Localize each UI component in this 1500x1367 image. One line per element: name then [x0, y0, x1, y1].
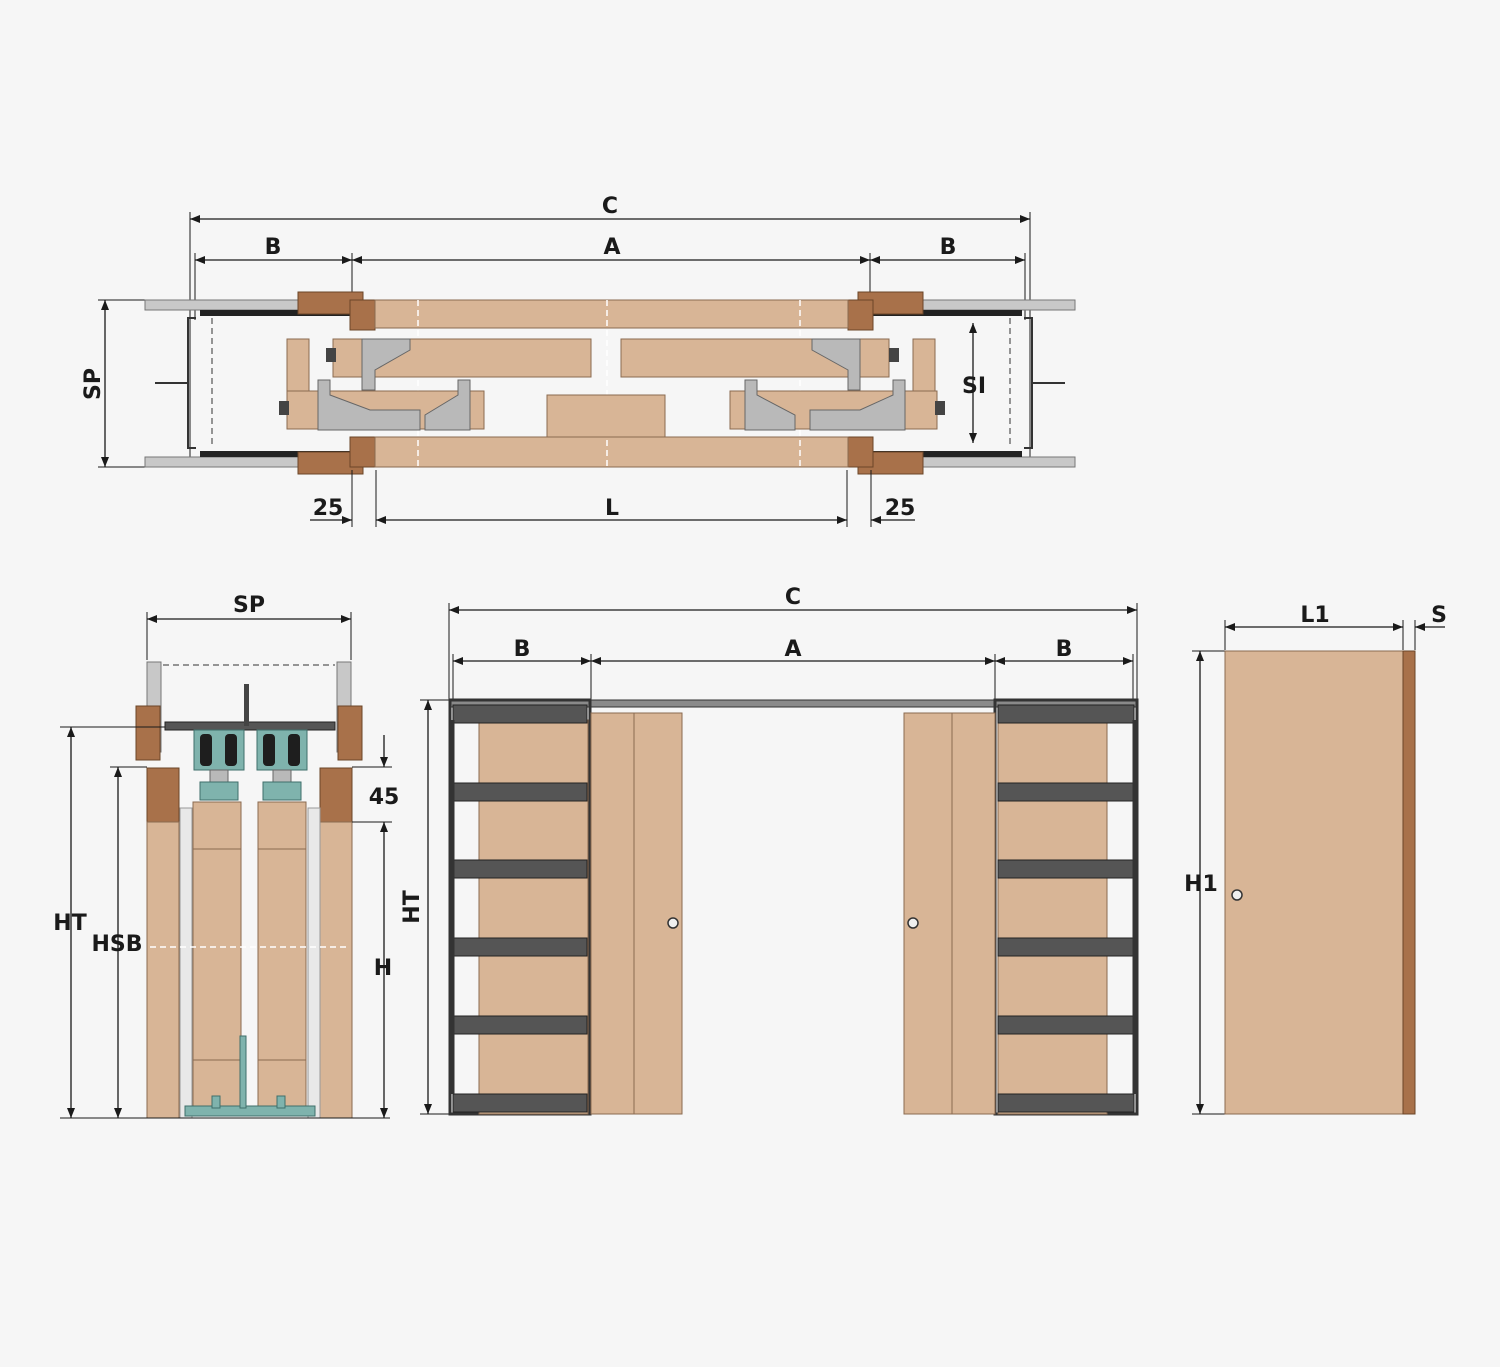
board-bottom	[374, 436, 849, 468]
section-dimension-h: H	[374, 840, 392, 1118]
front-label-b-left: B	[514, 637, 531, 662]
plan-label-25-right: 25	[885, 496, 916, 521]
rail-top-left	[200, 310, 350, 316]
section-door-leaf-left	[192, 801, 242, 1117]
front-pocket-right	[993, 698, 1139, 1116]
door-leaf	[1224, 650, 1404, 1115]
plan-label-25-left: 25	[313, 496, 344, 521]
section-top-track	[164, 721, 336, 731]
front-dimension-ht: HT	[400, 699, 450, 1115]
section-door-leaf-right	[257, 801, 307, 1117]
floor-guide	[184, 1105, 316, 1117]
front-dimension-c: C	[448, 585, 1138, 700]
jamb-bottom-left-inner	[349, 436, 376, 468]
plan-dimension-sp: SP	[81, 299, 150, 468]
section-view: SP	[53, 593, 399, 1119]
section-dimension-45: 45	[352, 735, 399, 840]
rail-top-right	[872, 310, 1022, 316]
jamb-top-right-inner	[847, 299, 874, 331]
rail-bottom-left	[200, 451, 350, 457]
front-label-b-right: B	[1056, 637, 1073, 662]
trolley-left	[193, 729, 245, 801]
door-dimension-l1-s: L1 S	[1224, 603, 1447, 650]
section-dimension-ht: HT	[53, 726, 390, 1119]
front-label-ht: HT	[400, 890, 425, 923]
front-door-left-back	[590, 712, 635, 1115]
section-panel-left	[146, 821, 180, 1119]
plan-label-b-left: B	[265, 235, 282, 260]
plan-dimension-si: SI	[962, 323, 986, 443]
jamb-top-left-inner	[349, 299, 376, 331]
front-door-right-front	[903, 712, 953, 1115]
jamb-bottom-right-inner	[847, 436, 874, 468]
handle-icon	[907, 917, 919, 929]
section-jamb-left	[146, 767, 180, 823]
plan-label-c: C	[602, 194, 618, 219]
plan-label-b-right: B	[940, 235, 957, 260]
hanger-bracket-5	[744, 379, 796, 431]
center-block	[546, 394, 666, 438]
door-label-l1: L1	[1300, 603, 1329, 628]
section-label-h: H	[374, 956, 392, 981]
hanger-bracket-4	[424, 379, 471, 431]
section-jamb-left-top	[135, 705, 161, 761]
section-label-45: 45	[369, 785, 400, 810]
section-panel-right	[319, 821, 353, 1119]
plan-label-l: L	[605, 496, 619, 521]
door-stop-right	[912, 338, 936, 392]
plan-dimension-bottom: 25 L 25	[310, 470, 915, 527]
door-dimension-h1: H1	[1184, 650, 1225, 1115]
front-dimension-bab: B A B	[452, 637, 1134, 700]
section-jamb-right-top	[337, 705, 363, 761]
door-view: L1 S H1	[1184, 603, 1447, 1115]
section-label-ht: HT	[53, 911, 86, 936]
section-dimension-sp: SP	[146, 593, 352, 660]
hanger-bracket-6	[809, 379, 906, 431]
door-edge	[1402, 650, 1416, 1115]
section-jamb-right	[319, 767, 353, 823]
section-label-sp: SP	[233, 593, 265, 618]
front-pocket-left	[448, 698, 592, 1116]
rail-bottom-right	[872, 451, 1022, 457]
hanger-bracket-1	[361, 338, 411, 391]
handle-icon	[1231, 889, 1243, 901]
door-label-s: S	[1431, 603, 1447, 628]
pocket-profile-left	[187, 317, 196, 449]
plan-view: C B A B SP	[81, 194, 1076, 527]
hanger-bracket-3	[317, 379, 421, 431]
trolley-right	[256, 729, 308, 801]
front-view: C B A B HT	[400, 585, 1139, 1116]
plan-dimension-c: C	[189, 194, 1031, 460]
hanger-bracket-2	[811, 338, 861, 391]
door-label-h1: H1	[1184, 872, 1218, 897]
plan-label-sp: SP	[81, 368, 106, 400]
front-label-c: C	[785, 585, 801, 610]
board-top	[374, 299, 849, 329]
section-label-hsb: HSB	[91, 932, 142, 957]
plan-label-si: SI	[962, 374, 986, 399]
handle-icon	[667, 917, 679, 929]
front-door-right-back	[951, 712, 996, 1115]
front-label-a: A	[784, 637, 801, 662]
plan-label-a: A	[603, 235, 620, 260]
section-dimension-hsb: HSB	[91, 766, 147, 1118]
front-door-left-front	[633, 712, 683, 1115]
door-stop-left	[286, 338, 310, 392]
pocket-profile-right	[1024, 317, 1033, 449]
